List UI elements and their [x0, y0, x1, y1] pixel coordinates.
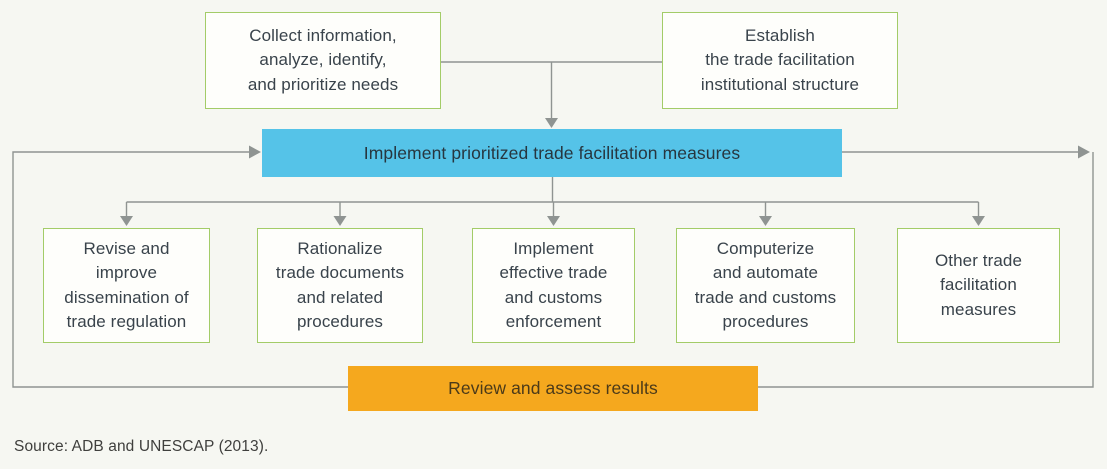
collect-needs-box: Collect information, analyze, identify, … [205, 12, 441, 109]
measure-box-other-measures: Other trade facilitation measures [897, 228, 1060, 343]
measure-label: Rationalize trade documents and related … [275, 239, 405, 331]
arrowhead-down-icon [547, 216, 560, 226]
arrowhead-down-icon [120, 216, 133, 226]
establish-structure-label: Establish the trade facilitation institu… [700, 26, 860, 94]
arrowhead-down-icon [545, 118, 558, 128]
measure-box-computerize-automate: Computerize and automate trade and custo… [676, 228, 855, 343]
measure-box-customs-enforcement: Implement effective trade and customs en… [472, 228, 635, 343]
arrowhead-down-icon [333, 216, 347, 226]
establish-structure-box: Establish the trade facilitation institu… [662, 12, 898, 109]
implement-measures-box: Implement prioritized trade facilitation… [262, 129, 842, 177]
measure-label: Revise and improve dissemination of trad… [64, 239, 189, 331]
measure-box-revise-dissemination: Revise and improve dissemination of trad… [43, 228, 210, 343]
source-note: Source: ADB and UNESCAP (2013). [14, 438, 269, 455]
collect-needs-label: Collect information, analyze, identify, … [247, 26, 399, 94]
arrowhead-right-icon [1078, 145, 1090, 159]
review-results-box: Review and assess results [348, 366, 758, 411]
measure-label: Other trade facilitation measures [934, 251, 1023, 319]
implement-to-measures-lines [125, 177, 980, 217]
measure-label: Implement effective trade and customs en… [499, 239, 608, 331]
review-results-label: Review and assess results [448, 378, 658, 399]
implement-measures-label: Implement prioritized trade facilitation… [363, 142, 741, 163]
measure-label: Computerize and automate trade and custo… [694, 239, 837, 331]
arrowhead-down-icon [759, 216, 772, 226]
measure-box-rationalize-documents: Rationalize trade documents and related … [257, 228, 423, 343]
arrowhead-right-icon [249, 145, 261, 159]
arrowhead-down-icon [972, 216, 985, 226]
